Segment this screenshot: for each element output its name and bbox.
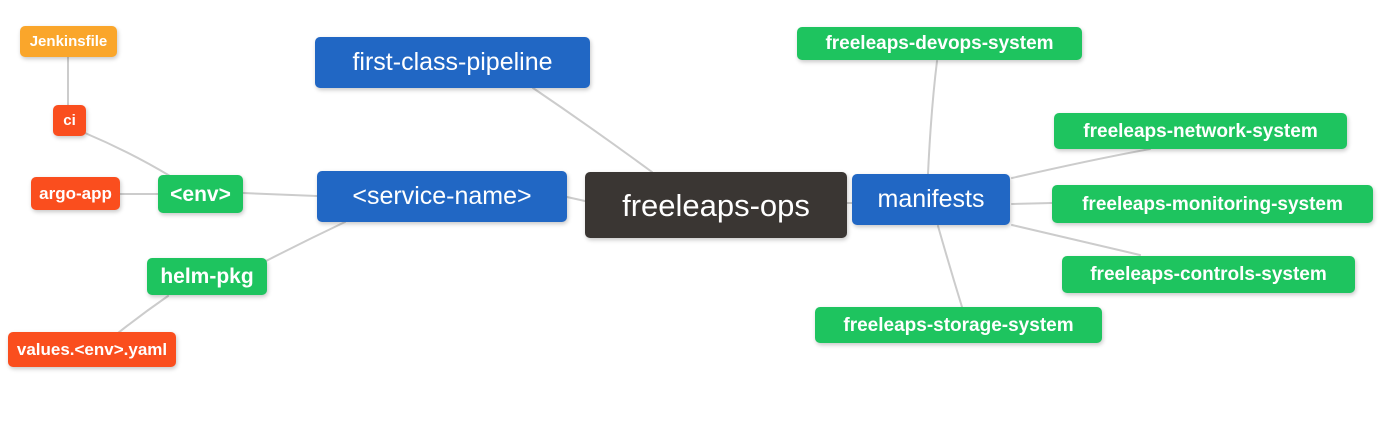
edge-helm-pkg-values [117, 295, 169, 334]
edge-service-name-helm-pkg [265, 221, 346, 262]
node-manifests[interactable]: manifests [852, 174, 1010, 225]
node-ci[interactable]: ci [53, 105, 86, 136]
node-helm-pkg[interactable]: helm-pkg [147, 258, 267, 295]
edge-pipeline-freeleaps-ops [532, 87, 653, 173]
edge-ci-env [84, 132, 171, 177]
node-argo-app[interactable]: argo-app [31, 177, 120, 210]
node-values-env-yaml[interactable]: values.<env>.yaml [8, 332, 176, 367]
edge-manifests-network [1011, 148, 1151, 179]
node-service-name[interactable]: <service-name> [317, 171, 567, 222]
node-freeleaps-monitoring-system[interactable]: freeleaps-monitoring-system [1052, 185, 1373, 223]
node-env[interactable]: <env> [158, 175, 243, 213]
edge-manifests-storage [937, 225, 963, 308]
node-freeleaps-storage-system[interactable]: freeleaps-storage-system [815, 307, 1102, 343]
edge-manifests-controls [1011, 224, 1141, 256]
node-freeleaps-devops-system[interactable]: freeleaps-devops-system [797, 27, 1082, 60]
edge-manifests-devops [927, 60, 938, 175]
node-freeleaps-network-system[interactable]: freeleaps-network-system [1054, 113, 1347, 149]
node-freeleaps-ops-root[interactable]: freeleaps-ops [585, 172, 847, 238]
node-freeleaps-controls-system[interactable]: freeleaps-controls-system [1062, 256, 1355, 293]
edge-env-service-name [242, 192, 318, 197]
node-first-class-pipeline[interactable]: first-class-pipeline [315, 37, 590, 88]
edge-manifests-monitoring [1011, 202, 1053, 205]
edge-service-name-freeleaps-ops [566, 196, 586, 202]
node-jenkinsfile[interactable]: Jenkinsfile [20, 26, 117, 57]
